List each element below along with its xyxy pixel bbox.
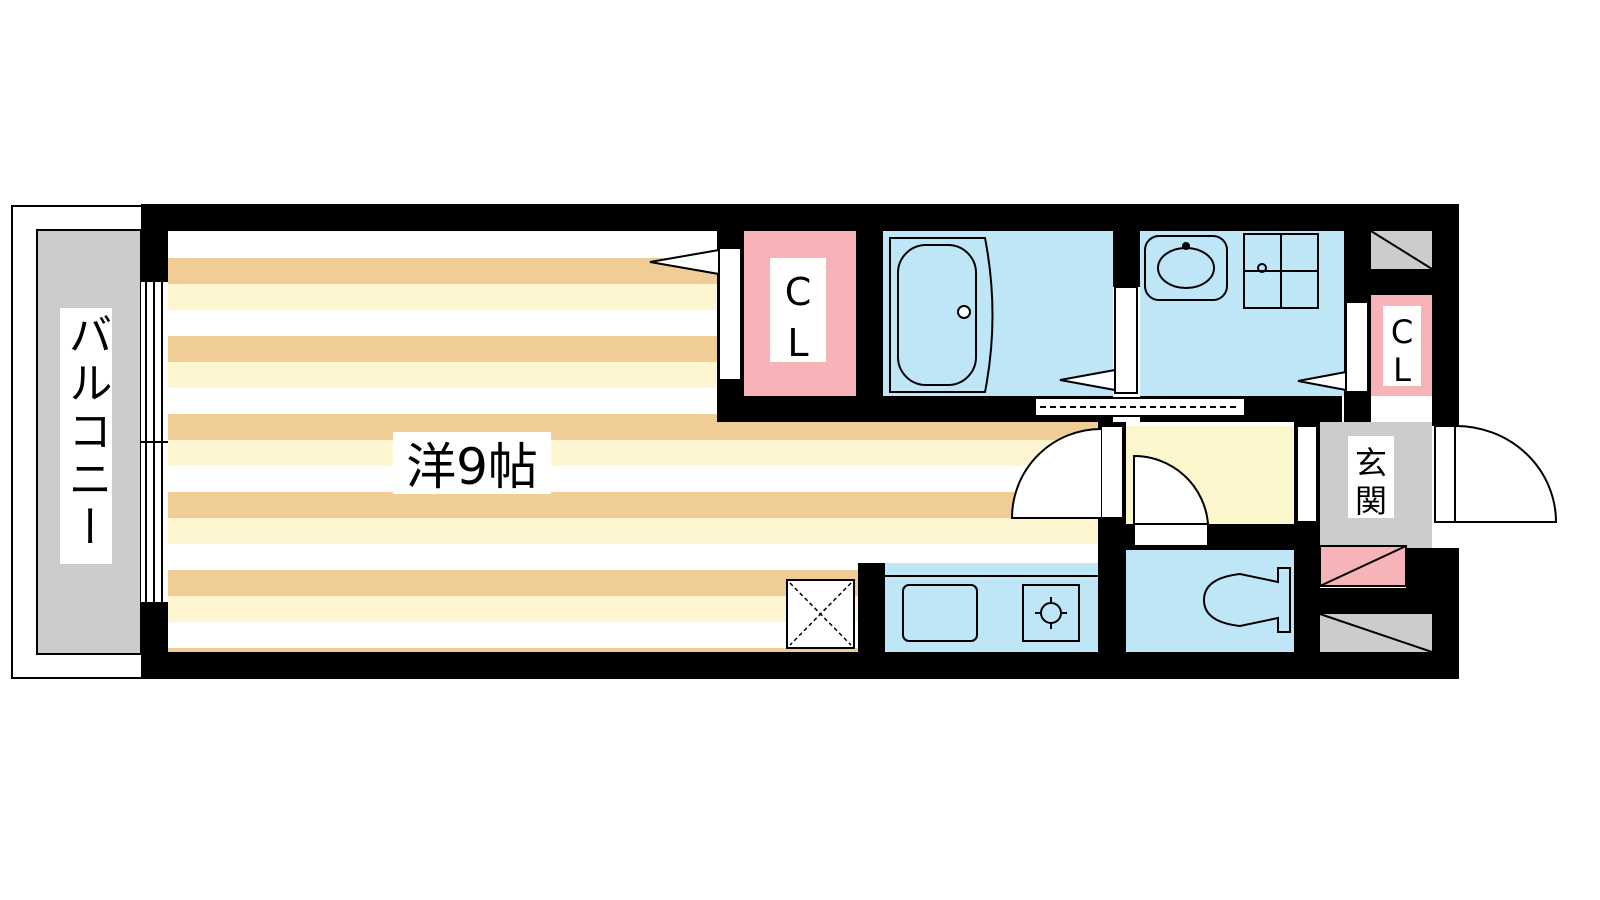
entrance-label-2: 関 <box>1355 482 1387 520</box>
entrance: 玄 関 <box>1319 422 1558 653</box>
toilet-icon <box>1202 567 1291 633</box>
closet-1-label-c: C <box>785 270 812 314</box>
washbasin-icon <box>1144 235 1228 301</box>
closet-2-label-c: C <box>1391 313 1413 351</box>
balcony-window <box>141 282 168 602</box>
kitchen <box>786 563 1098 652</box>
washer-pan-icon <box>1243 233 1319 309</box>
entrance-label-1: 玄 <box>1355 444 1387 482</box>
closet-2: C L <box>1297 230 1433 422</box>
washroom <box>1034 231 1344 422</box>
main-room-label: 洋9帖 <box>406 438 538 496</box>
bathtub-icon <box>889 237 994 393</box>
outer-walls <box>141 204 1459 679</box>
stove-icon <box>1022 584 1080 642</box>
closet-1: C L <box>649 231 883 422</box>
balcony: バルコニー <box>11 205 157 679</box>
closet-2-label-l: L <box>1393 351 1411 389</box>
balcony-label: バルコニー <box>61 312 112 552</box>
closet-1-label-l: L <box>787 321 808 365</box>
bathroom <box>883 231 1140 422</box>
sink-icon <box>786 579 855 649</box>
toilet-room <box>1098 454 1320 652</box>
main-room: 洋9帖 <box>168 231 1098 652</box>
